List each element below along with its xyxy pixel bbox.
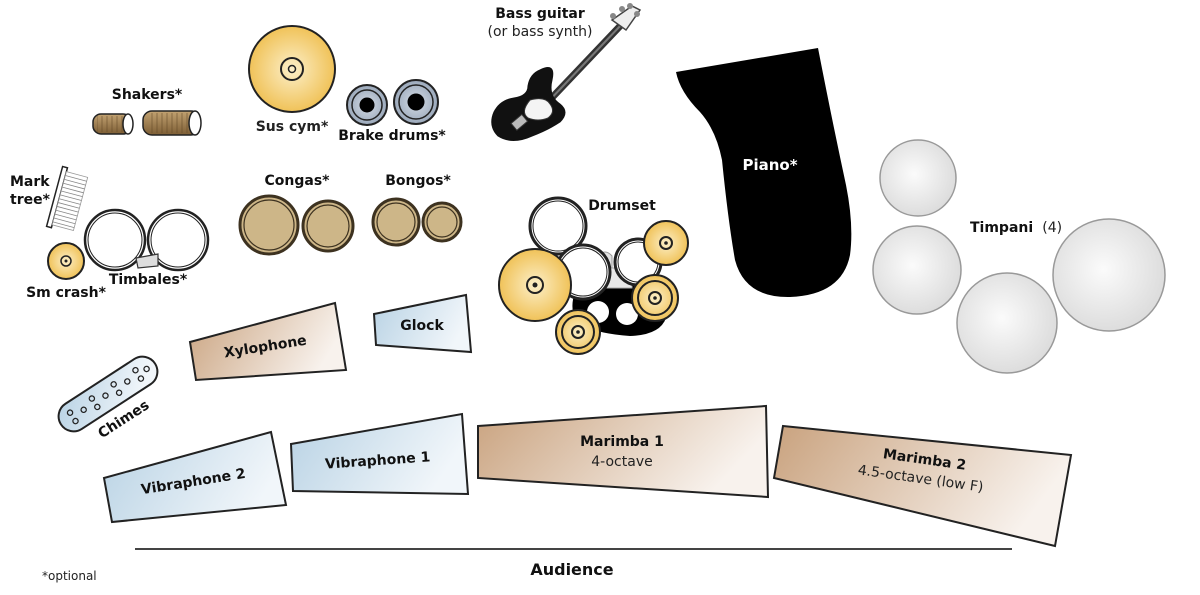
chimes: Chimes <box>57 355 159 442</box>
timpani-label: Timpani (4) <box>970 217 1062 236</box>
shaker-large-icon <box>142 110 202 136</box>
marimba-2: Marimba 2 4.5-octave (low F) <box>772 424 1073 548</box>
bongos: Bongos* <box>371 173 463 247</box>
timbales: Timbales* <box>83 208 210 288</box>
optional-note: *optional <box>42 569 97 583</box>
timpani-drum-icon <box>879 139 957 217</box>
marimba-1-sublabel: 4-octave <box>591 454 652 470</box>
shakers-label: Shakers* <box>112 87 183 103</box>
cymbal-icon <box>498 248 572 322</box>
sm-crash-label: Sm crash* <box>26 285 106 301</box>
marimba-1-label: Marimba 1 <box>580 434 664 450</box>
piano-label: Piano* <box>742 156 797 174</box>
bass-guitar-icon <box>491 3 642 141</box>
conga-icon <box>238 194 300 256</box>
bongos-label: Bongos* <box>385 173 451 189</box>
audience-label: Audience <box>530 560 613 579</box>
bongo-icon <box>371 197 421 247</box>
cymbal-icon <box>248 25 336 113</box>
timbale-icon <box>146 208 210 272</box>
bass-guitar-label: Bass guitar <box>495 6 585 22</box>
timpani-drum-icon <box>956 272 1058 374</box>
vibraphone-1-label: Vibraphone 1 <box>325 449 431 472</box>
piano-icon <box>676 48 852 298</box>
bass-guitar-sublabel: (or bass synth) <box>487 24 592 40</box>
vibraphone-2-icon <box>102 430 288 524</box>
cymbal-icon <box>643 220 689 266</box>
mark-tree-icon <box>45 165 89 231</box>
hi-hat-icon <box>555 309 601 355</box>
marimba-2-icon <box>772 424 1073 548</box>
mark-tree-label-line1: Mark <box>10 174 50 190</box>
drumset: Drumset <box>498 196 689 355</box>
congas: Congas* <box>238 173 355 256</box>
timpani-drum-icon <box>872 225 962 315</box>
chimes-icon <box>57 355 159 433</box>
xylophone-icon <box>188 301 348 382</box>
vibraphone-1: Vibraphone 1 <box>289 412 470 496</box>
mark-tree-label-line2: tree* <box>10 192 51 208</box>
congas-label: Congas* <box>265 173 331 189</box>
tom-icon <box>528 196 588 256</box>
hi-hat-icon <box>631 274 679 322</box>
glock-icon <box>372 293 473 354</box>
shakers: Shakers* <box>92 87 202 136</box>
timpani-drum-icon <box>1052 218 1166 332</box>
brake-drums: Brake drums* <box>338 79 446 144</box>
shaker-small-icon <box>92 113 134 135</box>
marimba-1: Marimba 1 4-octave <box>477 404 770 499</box>
glock-label: Glock <box>400 318 444 334</box>
bass-guitar: Bass guitar (or bass synth) <box>487 3 642 141</box>
xylophone: Xylophone <box>188 301 348 382</box>
timbales-label: Timbales* <box>109 272 188 288</box>
glock: Glock <box>372 293 473 354</box>
brake-drum-icon <box>346 84 388 126</box>
suspended-cymbal: Sus cym* <box>248 25 336 135</box>
timbale-icon <box>83 208 147 272</box>
mark-tree: Mark tree* <box>10 165 89 231</box>
bongo-icon <box>421 201 463 243</box>
marimba-1-icon <box>477 404 770 499</box>
piano: Piano* <box>676 48 852 298</box>
vibraphone-2: Vibraphone 2 <box>102 430 288 524</box>
small-crash: Sm crash* <box>26 242 107 301</box>
conga-icon <box>301 199 355 253</box>
sus-cym-label: Sus cym* <box>256 119 329 135</box>
vibraphone-1-icon <box>289 412 470 496</box>
timpani: Timpani (4) <box>872 139 1166 374</box>
drumset-label: Drumset <box>588 198 656 214</box>
brake-drum-icon <box>393 79 439 125</box>
brake-drums-label: Brake drums* <box>338 128 446 144</box>
